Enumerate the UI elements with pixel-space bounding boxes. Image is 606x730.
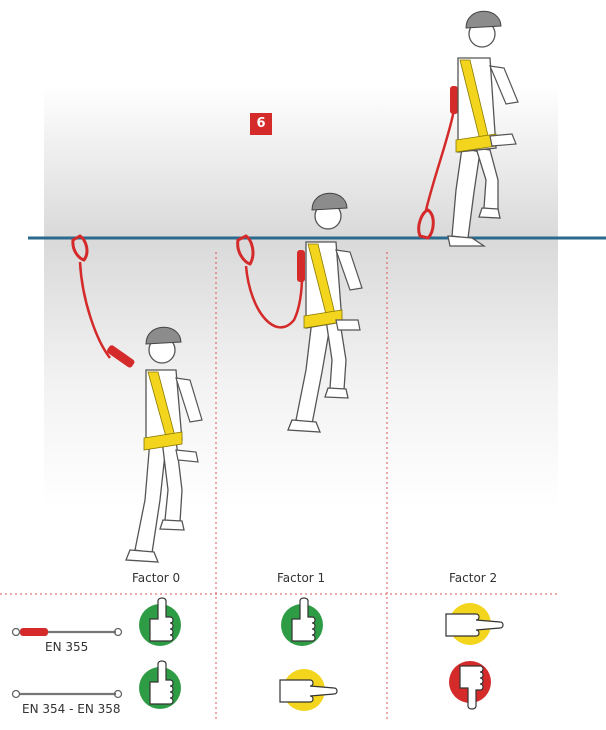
shoe (324, 387, 349, 399)
factor-label-1: Factor 1 (277, 571, 326, 585)
thumbs-sideways-icon (445, 603, 504, 645)
climber-factor-2 (417, 10, 519, 247)
helmet (145, 326, 182, 345)
helmet (465, 10, 502, 29)
energy-absorber (107, 345, 135, 368)
thumbs-up-icon (139, 597, 181, 646)
shoe (159, 519, 185, 531)
climber-factor-1 (236, 192, 363, 433)
step-number: 6 (256, 116, 266, 131)
lanyard-carabiner (71, 234, 89, 262)
lanyard-carabiner (236, 234, 255, 266)
thumbs-sideways-icon (279, 669, 338, 711)
lanyard-en355-icon (11, 627, 123, 637)
lanyard-en354-icon (11, 689, 123, 699)
helmet (311, 192, 348, 211)
lanyard-rope (244, 265, 304, 329)
step-badge: 6 (250, 113, 272, 135)
shoe (125, 549, 159, 563)
shoe (287, 419, 321, 433)
lanyard-rope (424, 109, 456, 211)
product-label-en354-en358: EN 354 - EN 358 (22, 702, 121, 716)
shoe (478, 207, 501, 219)
lanyard-carabiner (417, 208, 435, 240)
shoe (447, 235, 487, 247)
energy-absorber (297, 250, 305, 282)
thumbs-up-icon (281, 597, 323, 646)
thumbs-down-icon (449, 661, 491, 710)
energy-absorber (450, 86, 458, 114)
thumbs-up-icon (139, 660, 181, 709)
lanyard-rope (78, 261, 111, 359)
factor-label-0: Factor 0 (132, 571, 181, 585)
product-label-en355: EN 355 (45, 640, 89, 654)
factor-label-2: Factor 2 (449, 571, 498, 585)
climber-factor-0 (71, 234, 203, 563)
